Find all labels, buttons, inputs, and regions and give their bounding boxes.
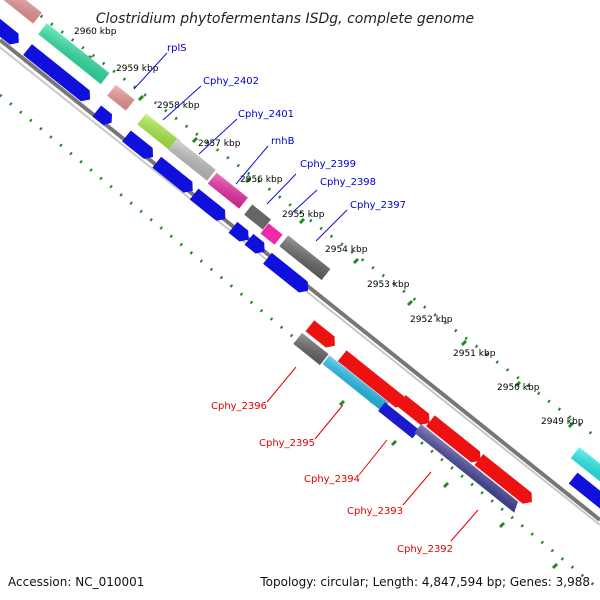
gene-arrow-red[interactable] (426, 415, 485, 466)
tick-label: 2955 kbp (282, 210, 325, 220)
gene-arrow-blue[interactable] (122, 130, 157, 162)
tick-label: 2953 kbp (367, 280, 410, 290)
leader-lines-lower (266, 366, 479, 542)
gene-arrow-blue[interactable] (189, 188, 230, 225)
gene-arrow-blue[interactable] (244, 233, 269, 257)
gene-arrow-blue[interactable] (152, 156, 197, 197)
tick-label: 2952 kbp (410, 315, 453, 325)
gene-arrow-blue[interactable] (92, 105, 116, 128)
gene-arrow-red[interactable] (337, 350, 409, 411)
gene-feature-magenta[interactable] (260, 223, 283, 245)
gene-label: Cphy_2395 (259, 438, 315, 449)
tick-label: 2957 kbp (198, 139, 241, 149)
gene-label: Cphy_2397 (350, 200, 406, 211)
gene-feature-darkgray[interactable] (244, 204, 271, 230)
major-ticks (31, 12, 575, 570)
gene-label: Cphy_2399 (300, 159, 356, 170)
tick-label: 2959 kbp (116, 64, 159, 74)
map-title: Clostridium phytofermentans ISDg, comple… (96, 11, 474, 27)
gene-feature-blue[interactable] (378, 402, 420, 439)
genome-summary-text: Topology: circular; Length: 4,847,594 bp… (259, 575, 590, 589)
gene-label: Cphy_2398 (320, 177, 376, 188)
gene-label: rplS (167, 43, 187, 54)
gene-arrow-blue[interactable] (263, 252, 312, 296)
gene-arrow-blue[interactable] (0, 16, 23, 48)
gene-labels-lower: Cphy_2396 Cphy_2395 Cphy_2394 Cphy_2393 … (211, 401, 453, 555)
gene-label: Cphy_2402 (203, 76, 259, 87)
tick-label: 2960 kbp (74, 27, 117, 37)
gene-arrow-red[interactable] (396, 395, 434, 428)
gene-features (0, 0, 600, 513)
gene-arrow-red[interactable] (305, 320, 340, 351)
tick-label: 2950 kbp (497, 383, 540, 393)
gene-label: rnhB (271, 136, 295, 147)
tick-label: 2951 kbp (453, 349, 496, 359)
leader-lines-upper (133, 52, 348, 242)
tick-label: 2956 kbp (240, 175, 283, 185)
gene-label: Cphy_2396 (211, 401, 267, 412)
gene-labels-upper: rplS Cphy_2402 Cphy_2401 rnhB Cphy_2399 … (167, 43, 406, 211)
gene-label: Cphy_2401 (238, 109, 294, 120)
gene-label: Cphy_2394 (304, 474, 360, 485)
gene-arrow-blue[interactable] (228, 221, 253, 245)
tick-track-upper (19, 0, 600, 442)
accession-text: Accession: NC_010001 (8, 575, 144, 589)
gene-label: Cphy_2393 (347, 506, 403, 517)
gene-arrow-red[interactable] (474, 454, 536, 507)
gene-arrow-blue[interactable] (23, 44, 94, 105)
gene-arrow-blue[interactable] (568, 472, 600, 509)
tick-label: 2949 kbp (541, 417, 584, 427)
gene-label: Cphy_2392 (397, 544, 453, 555)
tick-label: 2954 kbp (325, 245, 368, 255)
